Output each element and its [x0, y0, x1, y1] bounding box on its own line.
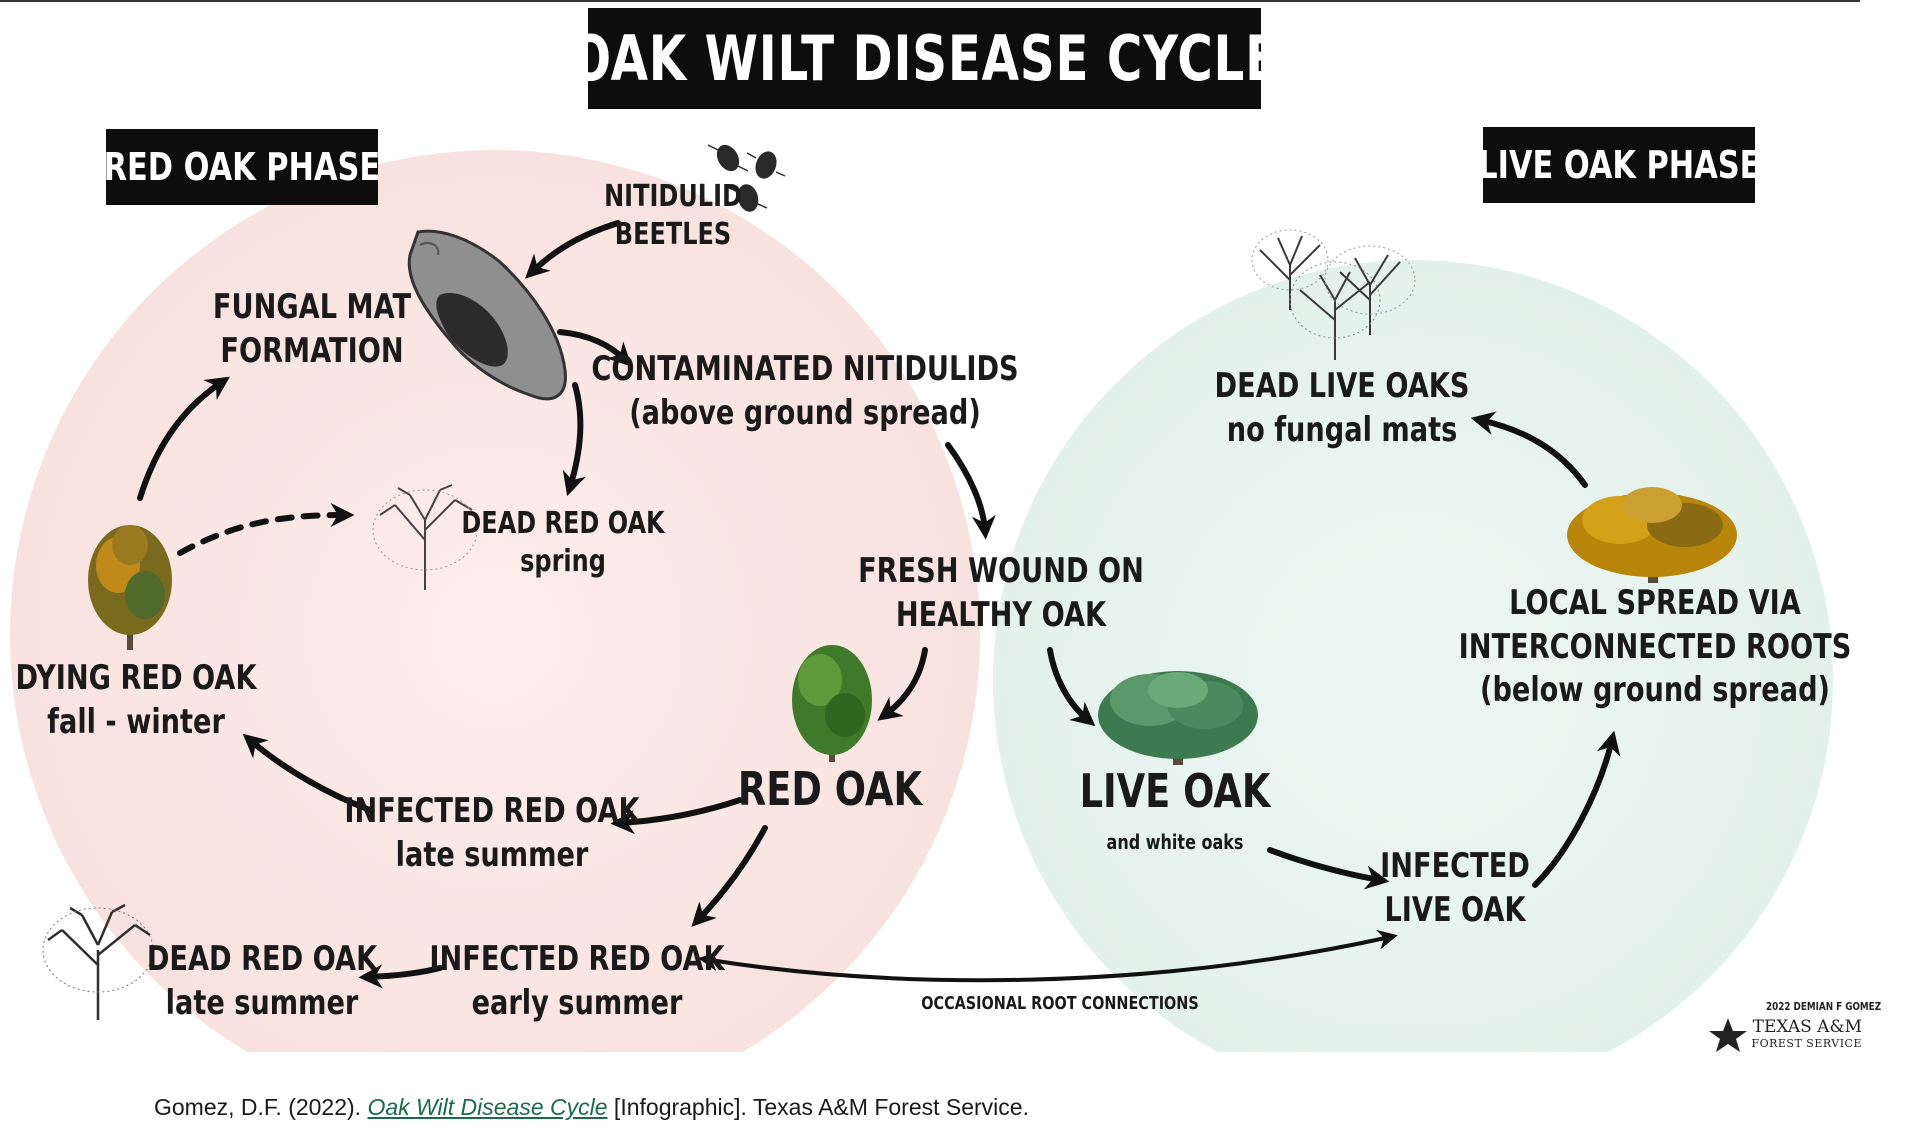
arrow-infected-late-to-dying [242, 733, 373, 813]
fungal-mat-line-1: FUNGAL MAT [212, 287, 412, 327]
occasional-root-connections-label: OCCASIONAL ROOT CONNECTIONS [921, 992, 1198, 1015]
arrow-dying-to-dead-spring-dashed [177, 503, 355, 556]
local-spread-label: LOCAL SPREAD VIA INTERCONNECTED ROOTS (b… [1459, 582, 1852, 713]
infected-live-oak-label: INFECTED LIVE OAK [1380, 845, 1530, 932]
local-spread-line-3: (below ground spread) [1480, 670, 1830, 711]
fungal-mat-line-2: FORMATION [220, 330, 404, 371]
local-spread-line-1: LOCAL SPREAD VIA [1509, 583, 1801, 623]
contaminated-line-2: (above ground spread) [629, 392, 981, 433]
infected-red-late-line-1: INFECTED RED OAK [344, 791, 640, 831]
arrow-red-oak-to-infected-late [610, 797, 743, 835]
beetles-line-2: BEETLES [614, 217, 732, 253]
arrow-beetles-to-mat [525, 220, 621, 279]
citation-link[interactable]: Oak Wilt Disease Cycle [367, 1094, 608, 1120]
arrow-mat-to-dead-red-oak [562, 382, 586, 497]
beetles-line-1: NITIDULID [604, 179, 742, 214]
dying-red-oak-label: DYING RED OAK fall - winter [15, 657, 256, 744]
red-oak-text: RED OAK [737, 762, 923, 816]
dead-red-spring-line-1: DEAD RED OAK [461, 506, 665, 541]
contaminated-line-1: CONTAMINATED NITIDULIDS [591, 349, 1019, 389]
dead-live-oaks-label: DEAD LIVE OAKS no fungal mats [1215, 365, 1470, 452]
arrow-live-oak-to-infected [1267, 847, 1390, 890]
infected-red-late-line-2: late summer [395, 834, 589, 875]
infected-red-oak-early-summer-label: INFECTED RED OAK early summer [429, 938, 724, 1025]
arrow-wound-to-red-oak [877, 647, 928, 721]
live-oak-sublabel: and white oaks [1107, 830, 1244, 856]
infected-red-early-line-2: early summer [471, 982, 683, 1023]
arrow-contaminated-to-wound [945, 442, 996, 540]
nitidulid-beetles-label: NITIDULID BEETLES [604, 178, 742, 255]
diagram-title: OAK WILT DISEASE CYCLE [570, 8, 1278, 109]
fungal-mat-formation-label: FUNGAL MAT FORMATION [213, 286, 411, 373]
live-oak-tree-icon [1098, 671, 1258, 765]
infected-red-oak-late-summer-label: INFECTED RED OAK late summer [344, 790, 639, 877]
contaminated-nitidulids-label: CONTAMINATED NITIDULIDS (above ground sp… [591, 348, 1018, 435]
live-oak-text: LIVE OAK [1079, 764, 1271, 818]
dead-red-oak-late-summer-label: DEAD RED OAK late summer [147, 938, 377, 1025]
infected-live-oak-tree-icon [1567, 487, 1737, 583]
dead-red-oak-spring-label: DEAD RED OAK spring [461, 505, 664, 582]
top-rule [0, 0, 1860, 2]
fresh-wound-line-1: FRESH WOUND ON [858, 551, 1144, 591]
infected-red-early-line-1: INFECTED RED OAK [429, 939, 725, 979]
arrow-infected-early-to-dead [358, 964, 443, 989]
credit-org-sub: FOREST SERVICE [1751, 1037, 1862, 1050]
dead-red-spring-line-2: spring [520, 544, 606, 580]
live-oak-label: LIVE OAK [1080, 762, 1271, 821]
arrow-infected-to-local-spread [1532, 730, 1621, 888]
dead-red-oak-late-summer-tree-icon [42, 903, 154, 1020]
texas-am-star-icon [1709, 1018, 1747, 1052]
citation-suffix: [Infographic]. Texas A&M Forest Service. [607, 1094, 1029, 1120]
arrow-wound-to-live-oak [1047, 647, 1096, 727]
red-oak-phase-text: RED OAK PHASE [103, 145, 381, 189]
fungal-mat-icon [407, 229, 567, 401]
credit-block: 2022 DEMIAN F GOMEZ TEXAS A&M FOREST SER… [1742, 1000, 1882, 1050]
arrow-mat-to-contaminated [557, 329, 632, 367]
arrow-dying-to-fungal-mat [137, 376, 230, 501]
dead-red-late-line-1: DEAD RED OAK [146, 939, 378, 979]
live-oak-sub-text: and white oaks [1106, 830, 1244, 854]
dead-red-late-line-2: late summer [165, 982, 359, 1023]
arrow-local-spread-to-dead-live [1470, 411, 1588, 488]
dead-live-oaks-tree-icon [1251, 229, 1416, 360]
live-oak-phase-circle [993, 260, 1833, 1052]
red-oak-tree-icon [792, 645, 872, 762]
dead-live-line-2: no fungal mats [1226, 409, 1458, 450]
fresh-wound-line-2: HEALTHY OAK [895, 594, 1107, 635]
dying-red-line-1: DYING RED OAK [15, 658, 257, 698]
red-oak-phase-label: RED OAK PHASE [103, 129, 381, 205]
root-connections-text: OCCASIONAL ROOT CONNECTIONS [921, 993, 1199, 1014]
arrow-red-oak-to-infected-early [691, 825, 768, 927]
citation-prefix: Gomez, D.F. (2022). [154, 1094, 368, 1120]
infected-live-line-1: INFECTED [1380, 846, 1530, 886]
citation: Gomez, D.F. (2022). Oak Wilt Disease Cyc… [154, 1094, 1029, 1121]
dead-live-line-1: DEAD LIVE OAKS [1214, 366, 1470, 406]
infected-live-line-2: LIVE OAK [1384, 889, 1526, 930]
title-text: OAK WILT DISEASE CYCLE [570, 22, 1279, 95]
red-oak-label: RED OAK [738, 760, 922, 819]
arrow-occasional-root-connections [698, 929, 1398, 983]
dying-red-oak-tree-icon [88, 525, 172, 650]
live-oak-phase-text: LIVE OAK PHASE [1477, 143, 1761, 187]
live-oak-phase-label: LIVE OAK PHASE [1478, 127, 1760, 203]
dead-red-oak-spring-tree-icon [372, 484, 478, 590]
cycle-arrows [137, 220, 1621, 989]
beetles-icon [707, 144, 786, 212]
local-spread-line-2: INTERCONNECTED ROOTS [1458, 626, 1852, 667]
fresh-wound-label: FRESH WOUND ON HEALTHY OAK [858, 550, 1144, 637]
credit-org: TEXAS A&M [1752, 1017, 1862, 1037]
credit-author: 2022 DEMIAN F GOMEZ [1766, 1000, 1882, 1013]
dying-red-line-2: fall - winter [47, 701, 225, 742]
red-oak-phase-circle [10, 150, 980, 1052]
